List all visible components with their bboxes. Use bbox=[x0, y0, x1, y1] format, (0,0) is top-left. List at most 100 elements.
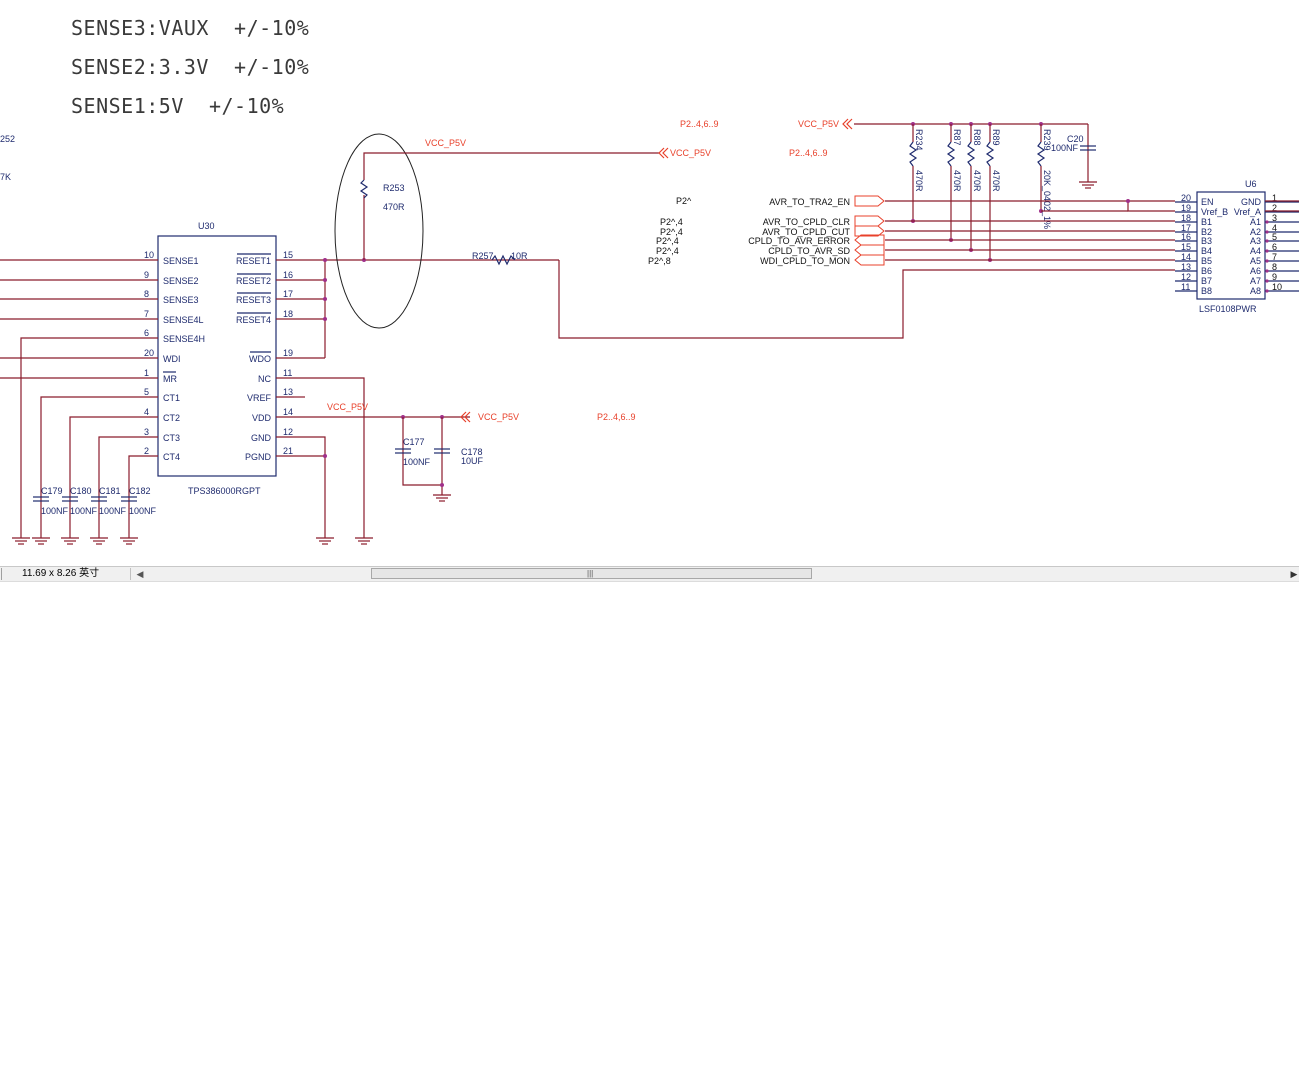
pullup-value: 470R bbox=[952, 170, 962, 192]
u30-pin-name: VREF bbox=[247, 393, 272, 403]
signal-port-avr-to-tra2-en[interactable] bbox=[854, 195, 885, 207]
u6-pin-num: 1 bbox=[1272, 193, 1277, 203]
u30-pin-num: 7 bbox=[144, 309, 149, 319]
c20-capacitor[interactable]: C20 100NF bbox=[1051, 134, 1096, 153]
sense2-note: SENSE2:3.3V +/-10% bbox=[71, 55, 310, 79]
u6-pin-num: 4 bbox=[1272, 223, 1277, 233]
u6-part: LSF0108PWR bbox=[1199, 304, 1257, 314]
u30-pin-name: NC bbox=[258, 374, 271, 384]
u6-pin-num: 18 bbox=[1181, 213, 1191, 223]
c178-capacitor[interactable]: C178 10UF bbox=[434, 447, 484, 466]
signal-port-avr-to-cpld-cut[interactable] bbox=[854, 225, 885, 237]
u30-pin-num: 13 bbox=[283, 387, 293, 397]
u30-pin-name: VDD bbox=[252, 413, 272, 423]
u6-pin-name: A2 bbox=[1250, 227, 1261, 237]
pullup-value: 470R bbox=[914, 170, 924, 192]
sense3-note: SENSE3:VAUX +/-10% bbox=[71, 16, 310, 40]
signal-port-avr-to-cpld-clr[interactable] bbox=[854, 215, 885, 227]
resistor-r89[interactable] bbox=[985, 141, 995, 167]
reset-bus bbox=[294, 258, 1175, 359]
u6-pin-num: 15 bbox=[1181, 242, 1191, 252]
u6-pin-num: 17 bbox=[1181, 223, 1191, 233]
u30-pin-num: 15 bbox=[283, 250, 293, 260]
page-ref-p2: P2^ bbox=[676, 196, 692, 206]
vcc-top-label: VCC_P5V bbox=[425, 138, 466, 148]
left-edge-label-top: 252 bbox=[0, 134, 15, 144]
signal-port-wdi-cpld-to-mon[interactable] bbox=[854, 254, 885, 266]
signal-name: AVR_TO_CPLD_CLR bbox=[763, 217, 851, 227]
page-ref-item: P2^,4 bbox=[660, 227, 683, 237]
signal-port-cpld-to-avr-error[interactable] bbox=[854, 234, 885, 246]
status-separator-2 bbox=[130, 568, 131, 580]
page-size-readout: 11.69 x 8.26 英寸 bbox=[22, 568, 100, 579]
page-ref-item: P2^,4 bbox=[656, 246, 679, 256]
u6-pin-name: B2 bbox=[1201, 227, 1212, 237]
u6-pin-num: 8 bbox=[1272, 262, 1277, 272]
cap-value: 100NF bbox=[129, 506, 157, 516]
u6-pin-num: 2 bbox=[1272, 203, 1277, 213]
u6-pin-num: 9 bbox=[1272, 272, 1277, 282]
c177-capacitor[interactable]: C177 100NF bbox=[395, 437, 431, 467]
r257-resistor[interactable]: R257 10R bbox=[472, 251, 528, 266]
u6-pin-num: 20 bbox=[1181, 193, 1191, 203]
u30-pin-num: 10 bbox=[144, 250, 154, 260]
vcc-mid-port[interactable]: VCC_P5V bbox=[658, 147, 711, 159]
scroll-right-arrow-icon[interactable]: ▶ bbox=[1290, 569, 1298, 579]
resistor-r234[interactable] bbox=[908, 141, 918, 167]
vdd-power-port[interactable]: VCC_P5V bbox=[460, 411, 519, 423]
junction bbox=[1265, 289, 1269, 293]
u6-pin-num: 11 bbox=[1181, 282, 1190, 292]
u6-pin-name: A8 bbox=[1250, 286, 1261, 296]
u6-pin-num: 3 bbox=[1272, 213, 1277, 223]
pullup-resistors: R234470RR87470RR88470RR89470RR23920K_040… bbox=[908, 122, 1052, 262]
u6-pin-num: 13 bbox=[1181, 262, 1191, 272]
u30-right-pins: 15RESET116RESET217RESET318RESET419WDO11N… bbox=[236, 250, 294, 462]
u30-pin-name: MR bbox=[163, 374, 177, 384]
highlight-ellipse bbox=[334, 133, 424, 329]
signal-port-cpld-to-avr-sd[interactable] bbox=[854, 244, 885, 256]
u30-pin-num: 17 bbox=[283, 289, 293, 299]
c178-value: 10UF bbox=[461, 456, 484, 466]
u30-body bbox=[157, 235, 277, 477]
vcc-rail-label: VCC_P5V bbox=[798, 119, 839, 129]
c20-value: 100NF bbox=[1051, 143, 1079, 153]
cap-ref-c180: C180 bbox=[70, 486, 92, 496]
r253-resistor[interactable]: R253 470R bbox=[359, 152, 659, 260]
u30-pin-name: SENSE3 bbox=[163, 295, 199, 305]
junction bbox=[1265, 230, 1269, 234]
u30-pin-name: WDI bbox=[163, 354, 181, 364]
page-ref-item: P2^,8 bbox=[648, 256, 671, 266]
junction bbox=[1265, 259, 1269, 263]
resistor-r87[interactable] bbox=[946, 141, 956, 167]
u30-chip[interactable]: U30 TPS386000RGPT 10SENSE19SENSE28SENSE3… bbox=[140, 221, 294, 496]
u30-pin-num: 9 bbox=[144, 270, 149, 280]
cap-ref-c181: C181 bbox=[99, 486, 121, 496]
r257-value: 10R bbox=[511, 251, 528, 261]
pullup-ref: R234 bbox=[914, 129, 924, 151]
u30-pin-num: 12 bbox=[283, 427, 293, 437]
u30-pin-name: CT2 bbox=[163, 413, 180, 423]
page-ref-list: P2^,4P2^,4P2^,4P2^,4P2^,8 bbox=[648, 217, 683, 266]
u6-pin-name: EN bbox=[1201, 197, 1214, 207]
scroll-left-arrow-icon[interactable]: ◀ bbox=[136, 569, 144, 579]
scroll-grip-icon: ||| bbox=[587, 569, 594, 578]
u30-pin-num: 20 bbox=[144, 348, 154, 358]
u30-pin-name: PGND bbox=[245, 452, 272, 462]
resistor-r88[interactable] bbox=[966, 141, 976, 167]
u6-ref: U6 bbox=[1245, 179, 1257, 189]
u6-pin-name: B3 bbox=[1201, 236, 1212, 246]
pullup-value: 470R bbox=[991, 170, 1001, 192]
u30-pin-num: 11 bbox=[283, 368, 292, 378]
u6-pin-name: GND bbox=[1241, 197, 1262, 207]
u30-pin-name: SENSE4L bbox=[163, 315, 204, 325]
signal-name: CPLD_TO_AVR_SD bbox=[768, 246, 850, 256]
horizontal-scrollbar-thumb[interactable]: ||| bbox=[371, 568, 812, 579]
page-ref-c: P2..4,6..9 bbox=[597, 412, 636, 422]
schematic-canvas[interactable]: SENSE3:VAUX +/-10% SENSE2:3.3V +/-10% SE… bbox=[0, 0, 1299, 566]
u30-part: TPS386000RGPT bbox=[188, 486, 261, 496]
resistor-r239[interactable] bbox=[1036, 141, 1046, 167]
